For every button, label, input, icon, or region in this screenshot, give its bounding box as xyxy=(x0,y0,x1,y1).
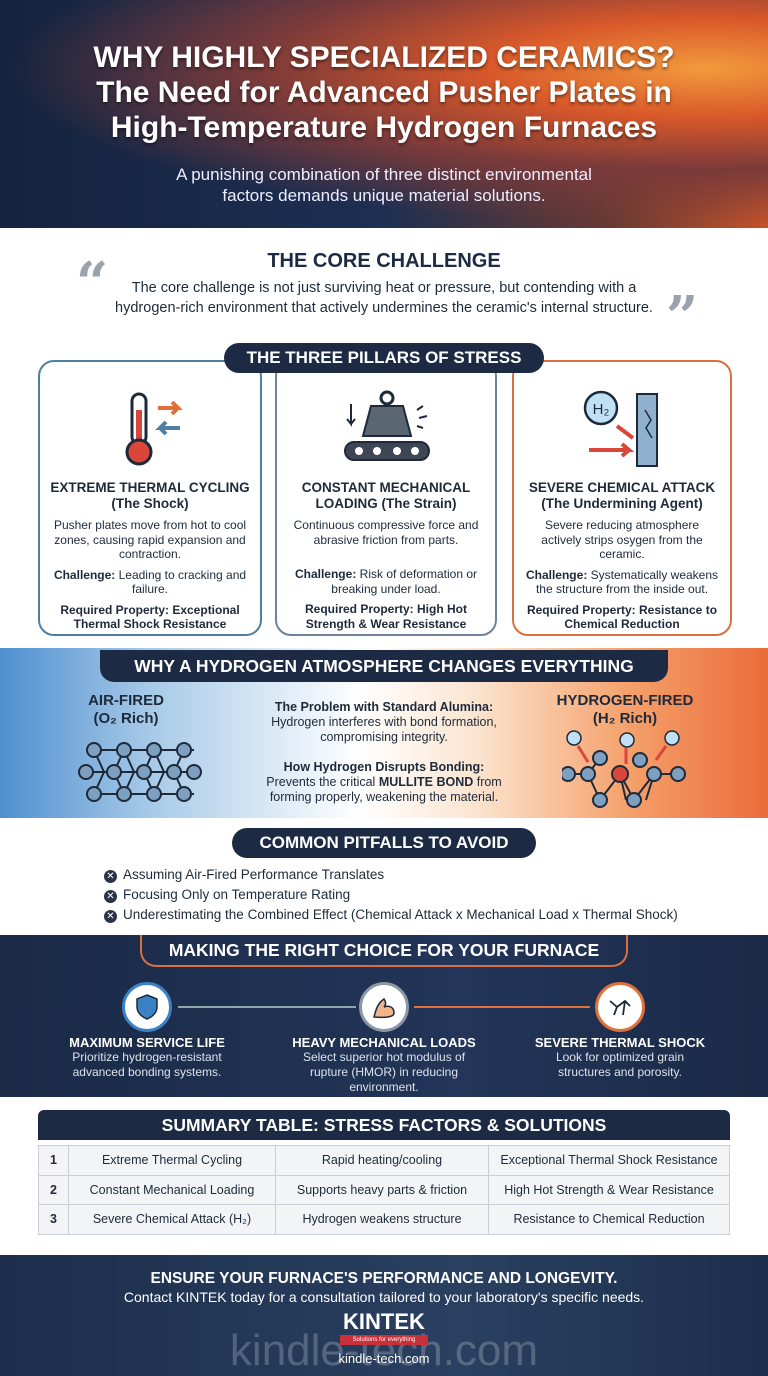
quote-line: The core challenge is not just surviving… xyxy=(131,280,637,296)
pillar-description: Severe reducing atmosphere actively stri… xyxy=(541,518,703,561)
shield-icon xyxy=(122,982,172,1032)
pillar-challenge: Challenge: Risk of deformation or breaki… xyxy=(294,567,478,596)
choice-heading: MAKING THE RIGHT CHOICE FOR YOUR FURNACE xyxy=(140,935,628,967)
footer: kindle-tech.com ENSURE YOUR FURNACE'S PE… xyxy=(0,1255,768,1376)
pillar-property: Required Property: Exceptional Thermal S… xyxy=(60,602,240,632)
website-link[interactable]: kindle-tech.com xyxy=(338,1351,430,1366)
thermometer-icon xyxy=(125,392,183,466)
pillar-challenge: Challenge: Leading to cracking and failu… xyxy=(53,567,247,597)
footer-text: Contact KINTEK today for a consultation … xyxy=(123,1289,645,1305)
core-quote: The core challenge is not just surviving… xyxy=(80,278,688,318)
pitfall-item: ✕Assuming Air-Fired Performance Translat… xyxy=(104,865,678,885)
pitfalls-list: ✕Assuming Air-Fired Performance Translat… xyxy=(104,865,678,925)
pillars-heading: THE THREE PILLARS OF STRESS xyxy=(224,343,544,373)
pitfalls-heading: COMMON PITFALLS TO AVOID xyxy=(232,828,536,858)
hydrogen-heading: WHY A HYDROGEN ATMOSPHERE CHANGES EVERYT… xyxy=(100,650,668,682)
pillar-card-chemical: H₂ SEVERE CHEMICAL ATTACK(The Underminin… xyxy=(512,360,732,636)
title-line: WHY HIGHLY SPECIALIZED CERAMICS? xyxy=(93,41,675,74)
kintek-logo: KINTEK xyxy=(343,1309,425,1334)
title-line: The Need for Advanced Pusher Plates in xyxy=(96,76,672,109)
weight-conveyor-icon xyxy=(344,390,430,461)
watermark: kindle-tech.com xyxy=(229,1326,539,1375)
logo-tagline: Solutions for everything xyxy=(340,1335,428,1345)
pitfall-item: ✕Focusing Only on Temperature Rating xyxy=(104,885,678,905)
subtitle-line: A punishing combination of three distinc… xyxy=(176,165,592,184)
pillar-description: Continuous compressive force and abrasiv… xyxy=(293,518,479,547)
hydrogen-explanation: The Problem with Standard Alumina:Hydrog… xyxy=(266,700,502,804)
title-line: High-Temperature Hydrogen Furnaces xyxy=(110,111,658,144)
hydrogen-fired-label: HYDROGEN-FIRED(H₂ Rich) xyxy=(556,692,694,727)
x-circle-icon: ✕ xyxy=(104,890,117,903)
air-fired-label: AIR-FIRED(O₂ Rich) xyxy=(88,692,164,727)
pillar-property: Required Property: Resistance to Chemica… xyxy=(526,602,718,632)
flexed-arm-icon xyxy=(359,982,409,1032)
summary-heading: SUMMARY TABLE: STRESS FACTORS & SOLUTION… xyxy=(38,1110,730,1140)
svg-text:H₂: H₂ xyxy=(593,401,610,418)
pillar-challenge: Challenge: Systematically weakens the st… xyxy=(525,567,719,597)
pillar-description: Pusher plates move from hot to cool zone… xyxy=(53,518,247,561)
pitfall-item: ✕Underestimating the Combined Effect (Ch… xyxy=(104,905,678,925)
subtitle-line: factors demands unique material solution… xyxy=(222,186,546,205)
cracked-icon xyxy=(595,982,645,1032)
page-title: WHY HIGHLY SPECIALIZED CERAMICS? The Nee… xyxy=(0,40,768,145)
x-circle-icon: ✕ xyxy=(104,870,117,883)
pillar-card-thermal: EXTREME THERMAL CYCLING(The Shock) Pushe… xyxy=(38,360,262,636)
hydrogen-section: WHY A HYDROGEN ATMOSPHERE CHANGES EVERYT… xyxy=(0,648,768,818)
open-quote-icon: “ xyxy=(76,250,109,316)
air-fired-lattice-icon xyxy=(78,742,202,802)
hero-banner: WHY HIGHLY SPECIALIZED CERAMICS? The Nee… xyxy=(0,0,768,228)
choice-section: MAKING THE RIGHT CHOICE FOR YOUR FURNACE… xyxy=(0,935,768,1097)
connector-arrow xyxy=(178,1006,356,1008)
footer-headline: ENSURE YOUR FURNACE'S PERFORMANCE AND LO… xyxy=(150,1270,618,1287)
quote-line: hydrogen-rich environment that actively … xyxy=(115,300,653,316)
pillar-title: EXTREME THERMAL CYCLING(The Shock) xyxy=(50,480,250,511)
close-quote-icon: ” xyxy=(666,284,699,350)
pillar-title: SEVERE CHEMICAL ATTACK(The Undermining A… xyxy=(528,480,716,511)
hydrogen-attack-icon: H₂ xyxy=(583,390,658,467)
connector-arrow xyxy=(414,1006,590,1008)
pillar-property: Required Property: High Hot Strength & W… xyxy=(304,602,467,631)
hydrogen-fired-lattice-icon xyxy=(562,730,686,808)
core-challenge-heading: THE CORE CHALLENGE xyxy=(267,250,501,272)
x-circle-icon: ✕ xyxy=(104,910,117,923)
subtitle: A punishing combination of three distinc… xyxy=(0,164,768,206)
